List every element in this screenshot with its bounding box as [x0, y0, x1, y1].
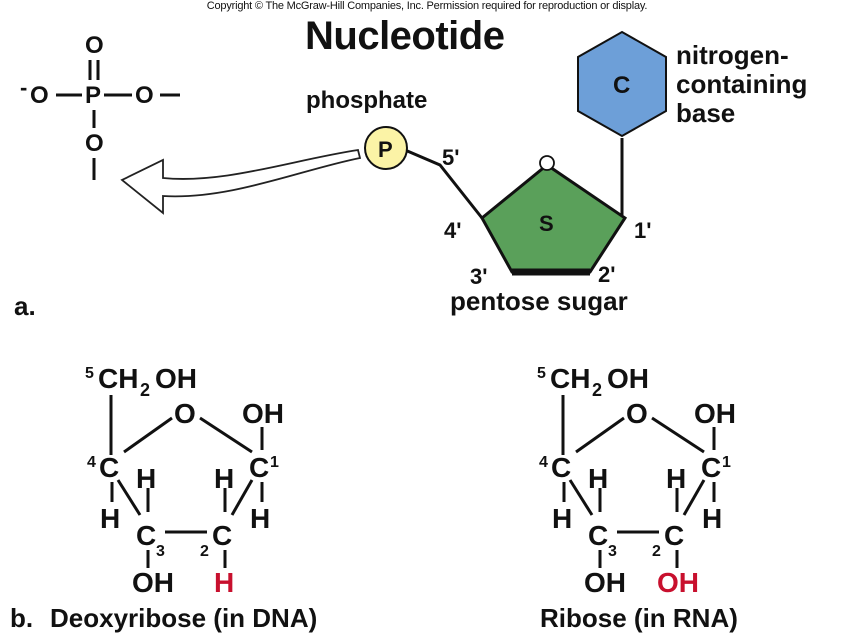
- ring-o: O: [174, 398, 196, 429]
- c2-substituent-h: H: [214, 567, 234, 598]
- arrow-icon: [120, 148, 362, 215]
- phosphate-o-bottom: O: [85, 130, 104, 157]
- phosphate-o-top: O: [85, 32, 104, 59]
- c5-number: 5: [537, 365, 546, 382]
- c4: C: [99, 452, 119, 483]
- c2: C: [212, 520, 232, 551]
- c4-h: H: [552, 503, 572, 534]
- c3: C: [136, 520, 156, 551]
- c5-number: 5: [85, 365, 94, 382]
- phosphate-label: phosphate: [306, 87, 427, 114]
- position-3-prime: 3': [470, 264, 487, 289]
- phosphate-sugar-bond: [404, 148, 484, 219]
- bond-o-c1: [651, 416, 705, 454]
- base-label-line-2: containing: [676, 69, 807, 99]
- position-5-prime: 5': [442, 145, 459, 170]
- ch2oh-sub: 2: [592, 380, 602, 400]
- c1: C: [701, 452, 721, 483]
- c2-h-top: H: [214, 463, 234, 494]
- c3-h-top: H: [136, 463, 156, 494]
- c3: C: [588, 520, 608, 551]
- position-1-prime: 1': [634, 218, 651, 243]
- c3-number: 3: [156, 543, 165, 560]
- bond-c4-c3: [568, 479, 594, 516]
- panel-label-a: a.: [14, 291, 36, 321]
- phosphate-o-left: O: [30, 82, 49, 109]
- c2-substituent-oh: OH: [657, 567, 699, 598]
- c3-oh: OH: [584, 567, 626, 598]
- c3-oh: OH: [132, 567, 174, 598]
- page-title: Nucleotide: [305, 14, 505, 58]
- c1-number: 1: [722, 454, 731, 471]
- c3-number: 3: [608, 543, 617, 560]
- c4-number: 4: [539, 454, 548, 471]
- position-2-prime: 2': [598, 262, 615, 287]
- c1-oh: OH: [694, 398, 736, 429]
- bond-c4-o: [575, 416, 625, 454]
- base-symbol: C: [613, 72, 630, 99]
- ring-oxygen: [539, 155, 555, 171]
- panel-label-b: b.: [10, 603, 33, 633]
- c2-number: 2: [200, 543, 209, 560]
- base-label-line-3: base: [676, 98, 735, 128]
- copyright-notice: Copyright © The McGraw-Hill Companies, I…: [206, 0, 648, 12]
- bond-c1-c2: [230, 479, 254, 516]
- phosphate-o-right: O: [135, 82, 154, 109]
- c1-h: H: [702, 503, 722, 534]
- bond-o-c1: [199, 416, 253, 454]
- ch2oh-oh: OH: [155, 363, 197, 394]
- nucleotide-panel: S P C phosphate nitrogen- containing bas…: [14, 30, 807, 321]
- ribose-structure: 5 CH 2 OH O OH 4 C C 1 H H H H C 3 2 C O…: [537, 363, 738, 633]
- c4-h: H: [100, 503, 120, 534]
- c1-h: H: [250, 503, 270, 534]
- base-label-line-1: nitrogen-: [676, 40, 789, 70]
- position-4-prime: 4': [444, 218, 461, 243]
- phosphate-charge: -: [20, 75, 27, 100]
- deoxyribose-structure: 5 CH 2 OH O OH 4 C C 1 H H H H C 3 2 C O…: [10, 363, 317, 633]
- phosphate-group-formula: - O O P O O: [20, 32, 180, 180]
- ch2oh-oh: OH: [607, 363, 649, 394]
- phosphate-p: P: [85, 82, 101, 109]
- c2-h-top: H: [666, 463, 686, 494]
- c2-number: 2: [652, 543, 661, 560]
- c3-h-top: H: [588, 463, 608, 494]
- phosphate-circle: [364, 126, 408, 170]
- c1: C: [249, 452, 269, 483]
- c4-number: 4: [87, 454, 96, 471]
- bond-c1-c2: [682, 479, 706, 516]
- deoxyribose-caption: Deoxyribose (in DNA): [50, 603, 317, 633]
- c1-oh: OH: [242, 398, 284, 429]
- ch2oh-ch: CH: [550, 363, 590, 394]
- base-hexagon: [577, 30, 667, 138]
- ring-o: O: [626, 398, 648, 429]
- phosphate-symbol: P: [378, 137, 393, 162]
- ch2oh-sub: 2: [140, 380, 150, 400]
- ch2oh-ch: CH: [98, 363, 138, 394]
- c4: C: [551, 452, 571, 483]
- c1-number: 1: [270, 454, 279, 471]
- ribose-caption: Ribose (in RNA): [540, 603, 738, 633]
- bond-c4-c3: [116, 479, 142, 516]
- c2: C: [664, 520, 684, 551]
- sugar-symbol: S: [539, 211, 554, 236]
- sugar-label: pentose sugar: [450, 286, 628, 316]
- bond-c4-o: [123, 416, 173, 454]
